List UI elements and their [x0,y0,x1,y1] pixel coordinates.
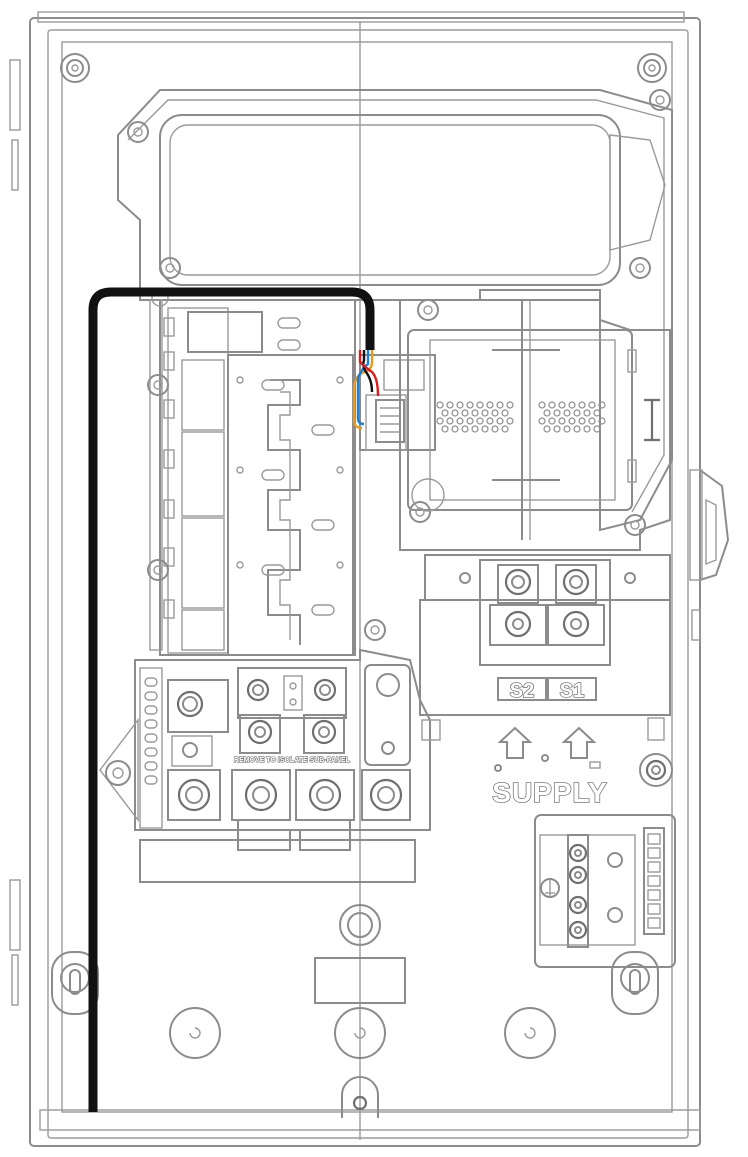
meter-housing [117,89,673,532]
supply-lugs: S2 S1 [419,554,671,716]
busbar-stab [227,317,354,656]
breaker-rail [147,289,356,656]
vent-pattern-right [538,401,606,433]
ground-stud [639,717,673,787]
main-lug-block: REMOVE TO ISOLATE SUB-PANEL [99,619,441,851]
vent-pattern-left [436,401,514,433]
arrow-up-icon [497,726,533,759]
label-s2: S2 [510,680,534,702]
label-remove-note: REMOVE TO ISOLATE SUB-PANEL [234,757,351,764]
bottom-center-knockout [314,904,406,1004]
terminal-strip-left [144,677,158,785]
keyhole-mount-bottom-right [611,951,659,1015]
corner-screws [51,53,667,1015]
corner-screw-top-right [637,53,667,83]
label-s1: S1 [560,680,584,702]
supply-indicator: SUPPLY [491,726,608,809]
main-cable [88,287,375,1112]
lug-s2 [489,564,547,646]
ground-bar [534,814,676,968]
ground-symbol-icon [540,878,560,898]
right-latch [689,468,730,641]
control-module [359,354,436,451]
lug-s1 [547,564,605,646]
arrow-up-icon [561,726,597,759]
corner-screw-top-left [60,53,90,83]
left-hinges [9,59,21,1006]
label-supply: SUPPLY [492,777,607,808]
bottom-knockouts [169,1007,556,1118]
meter-socket-block [399,289,671,551]
label-plate [139,839,416,883]
bottom-lugs [167,769,411,821]
enclosure [29,11,701,1147]
control-wires [352,350,380,430]
